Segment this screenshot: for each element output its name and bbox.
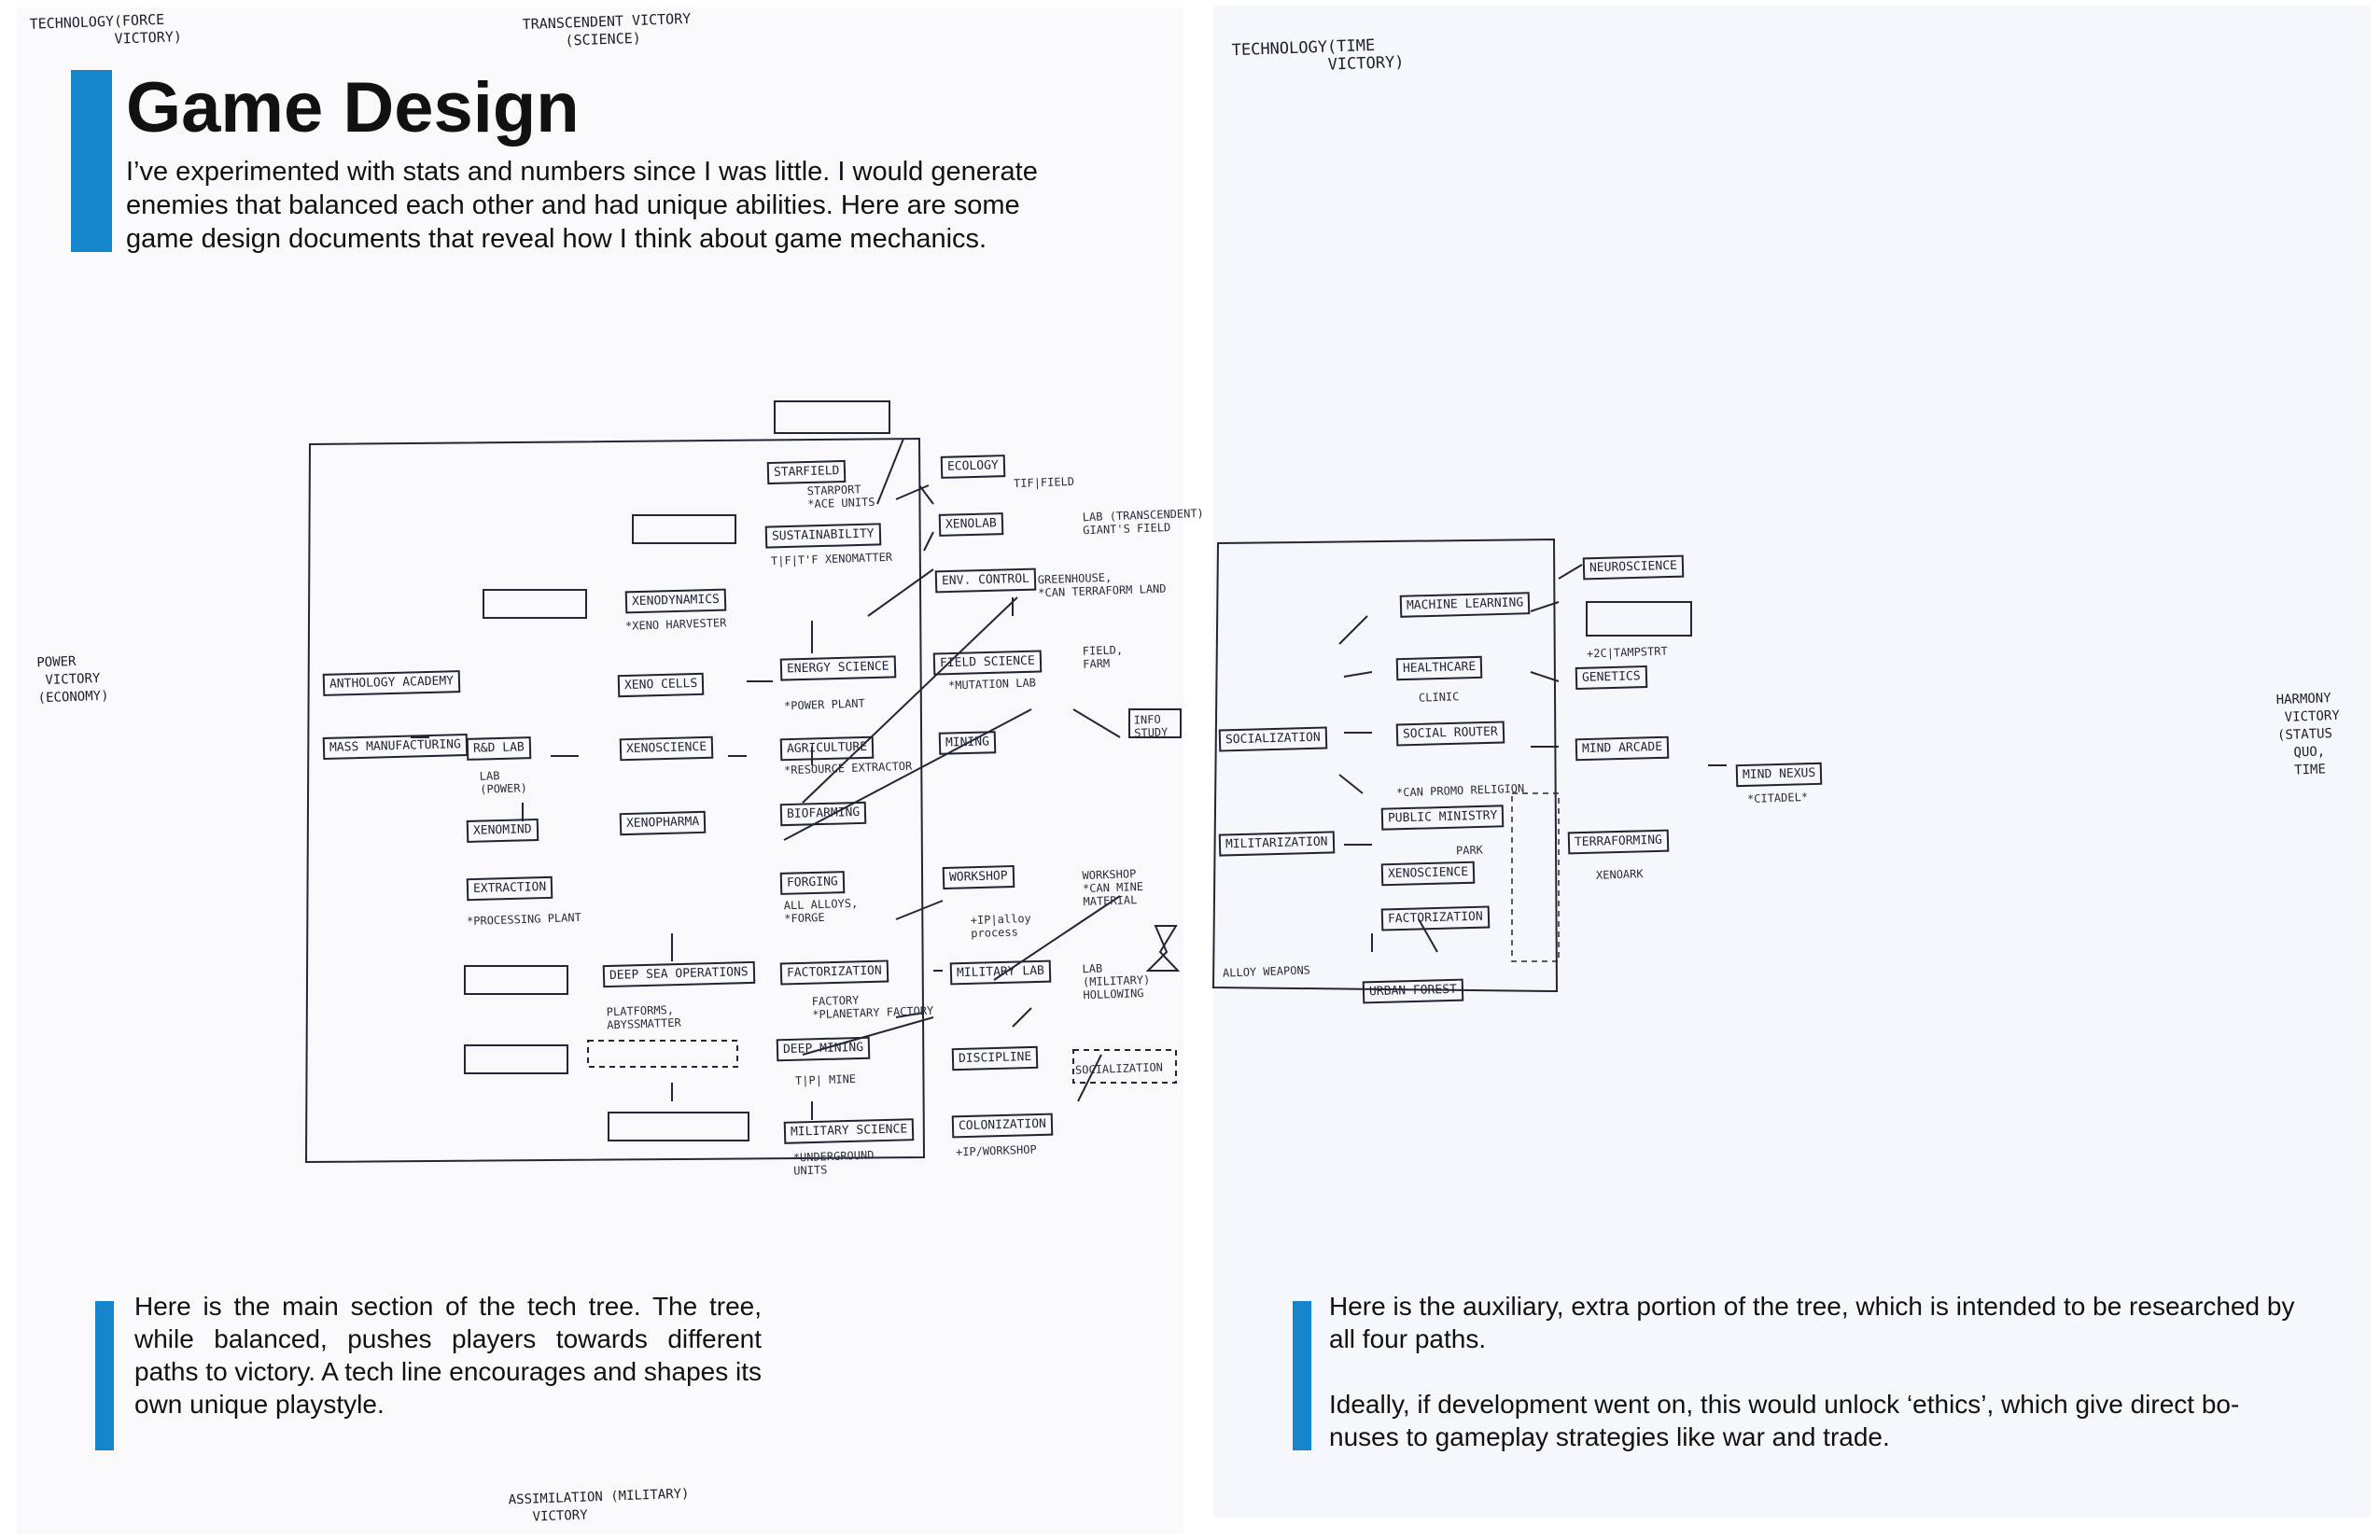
tree-node: MASS MANUFACTURING (322, 733, 469, 761)
tree-node: FORGING (779, 871, 846, 895)
tree-node: MILITARIZATION (1218, 831, 1335, 857)
tree-node: BIOFARMING (779, 801, 867, 827)
right-tree-frame (1211, 538, 1559, 993)
tree-note: INFO STUDY (1133, 712, 1169, 740)
caption-right-accent-bar (1293, 1301, 1311, 1450)
left-sheet (17, 7, 1183, 1533)
tree-node: MINING (938, 731, 997, 755)
intro-paragraph: I’ve experimented with stats and numbers… (126, 157, 1038, 254)
tree-node: STARFIELD (766, 459, 847, 485)
tree-node: ENV. CONTROL (934, 567, 1037, 594)
tree-node: SOCIAL ROUTER (1395, 721, 1505, 747)
tree-node: MILITARY LAB (949, 959, 1052, 986)
tree-note: LAB (POWER) (479, 769, 528, 796)
tree-node: MACHINE LEARNING (1399, 592, 1531, 618)
right-sheet (1213, 6, 2371, 1518)
tree-note: XENOARK (1595, 867, 1644, 882)
tree-node: DEEP MINING (776, 1036, 871, 1062)
tree-node: PUBLIC MINISTRY (1380, 805, 1505, 831)
tree-note: +IP|alloy process (970, 911, 1032, 941)
tree-node: COLONIZATION (951, 1113, 1054, 1139)
tree-note: FACTORY *PLANETARY FACTORY (811, 993, 934, 1022)
tree-node: ENERGY SCIENCE (779, 655, 896, 681)
caption-right: Here is the auxiliary, extra portion of … (1329, 1290, 2300, 1453)
tree-node: NEUROSCIENCE (1582, 554, 1685, 581)
tree-node: DISCIPLINE (951, 1045, 1039, 1071)
tree-node: FIELD SCIENCE (932, 650, 1043, 676)
tree-note: LAB (TRANSCENDENT) GIANT'S FIELD (1082, 506, 1205, 538)
tree-node: EXTRACTION (466, 875, 553, 902)
tree-node: XENO CELLS (617, 672, 705, 698)
tree-node: R&D LAB (466, 736, 532, 761)
tree-note: PARK (1455, 843, 1484, 858)
tree-node: ECOLOGY (940, 455, 1006, 479)
caption-right-paragraph-1: Here is the auxiliary, extra portion of … (1329, 1292, 2295, 1353)
tree-node: DEEP SEA OPERATIONS (602, 960, 756, 988)
tree-node: FACTORIZATION (779, 959, 889, 986)
tree-node: SOCIALIZATION (1218, 726, 1328, 752)
left-empty-box-top (774, 400, 890, 434)
tree-node: XENOSCIENCE (619, 735, 714, 762)
tree-note: STARPORT *ACE UNITS (806, 483, 875, 511)
caption-left-accent-bar (95, 1301, 114, 1450)
left-tree-frame (304, 437, 926, 1164)
tree-node: XENODYNAMICS (624, 588, 727, 614)
tree-node: GENETICS (1575, 665, 1647, 690)
tree-node: URBAN FOREST (1362, 978, 1464, 1004)
tree-note: T|P| MINE (794, 1071, 857, 1088)
tree-note: ALL ALLOYS, *FORGE (783, 896, 859, 926)
tree-node: XENOSCIENCE (1380, 861, 1476, 887)
tree-node: HEALTHCARE (1395, 655, 1483, 681)
tree-node: AGRICULTURE (779, 735, 875, 762)
tree-node: ANTHOLOGY ACADEMY (322, 670, 461, 696)
tree-node: SUSTAINABILITY (764, 523, 881, 549)
tree-note: FIELD, FARM (1082, 643, 1124, 671)
tree-node: XENOMIND (466, 819, 539, 843)
tree-node: MIND ARCADE (1575, 735, 1670, 762)
tree-node: WORKSHOP (942, 865, 1015, 889)
tree-node: XENOLAB (938, 512, 1004, 537)
tree-note: LAB (MILITARY) HOLLOWING (1082, 961, 1151, 1002)
page-title: Game Design (126, 68, 580, 147)
tree-node: MILITARY SCIENCE (783, 1118, 915, 1144)
tree-note: WORKSHOP *CAN MINE MATERIAL (1082, 867, 1144, 909)
tree-node: TERRAFORMING (1567, 829, 1670, 855)
tree-node: MIND NEXUS (1735, 762, 1823, 788)
caption-left-text: Here is the main section of the tech tre… (134, 1292, 762, 1419)
tree-note: PLATFORMS, ABYSSMATTER (606, 1002, 681, 1032)
tree-node: XENOPHARMA (619, 810, 707, 836)
tree-note: *CITADEL* (1746, 790, 1809, 806)
tree-node: FACTORIZATION (1380, 905, 1491, 931)
tree-note: CLINIC (1418, 690, 1460, 705)
header-accent-bar (71, 70, 112, 252)
tree-note: GREENHOUSE, *CAN TERRAFORM LAND (1037, 570, 1167, 600)
caption-left: Here is the main section of the tech tre… (134, 1290, 762, 1421)
tree-note: *UNDERGROUND UNITS (792, 1148, 875, 1178)
caption-right-paragraph-2: Ideally, if development went on, this wo… (1329, 1390, 2240, 1451)
tree-note: TIF|FIELD (1013, 474, 1075, 491)
